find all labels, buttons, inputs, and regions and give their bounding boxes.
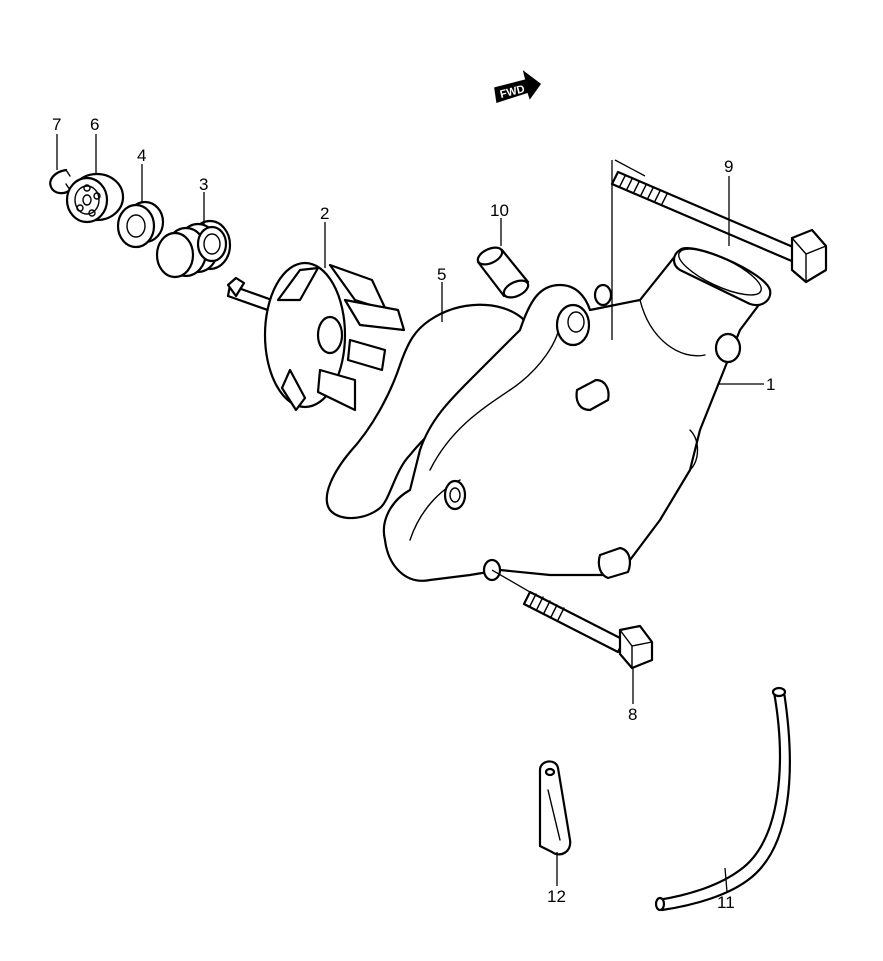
callout-3: 3 <box>199 175 208 194</box>
callout-12: 12 <box>547 887 566 906</box>
callout-5: 5 <box>437 265 446 284</box>
part-12-clip[interactable] <box>538 760 572 856</box>
part-2-impeller[interactable] <box>226 261 406 412</box>
part-11-hose[interactable] <box>654 686 791 912</box>
callout-9: 9 <box>724 157 733 176</box>
leader-11 <box>724 867 728 893</box>
part-1-pump-body[interactable] <box>382 240 772 582</box>
part-3-mechanical-seal[interactable] <box>155 219 232 279</box>
callout-1: 1 <box>766 375 775 394</box>
callout-6: 6 <box>90 115 99 134</box>
part-8-bolt[interactable] <box>491 569 654 670</box>
part-10-dowel-pin[interactable] <box>475 244 530 301</box>
callout-11: 11 <box>717 893 735 912</box>
callout-7: 7 <box>52 115 61 134</box>
callout-8: 8 <box>628 705 637 724</box>
fwd-arrow-icon: FWD <box>494 70 542 103</box>
callout-4: 4 <box>137 146 146 165</box>
part-7-circlip[interactable] <box>49 168 72 195</box>
part-9-bolt[interactable] <box>610 159 828 340</box>
callout-2: 2 <box>320 204 329 223</box>
part-4-seal[interactable] <box>116 200 165 249</box>
callout-10: 10 <box>490 201 509 220</box>
fwd-label: FWD <box>499 83 526 101</box>
part-6-bearing[interactable] <box>65 172 125 224</box>
